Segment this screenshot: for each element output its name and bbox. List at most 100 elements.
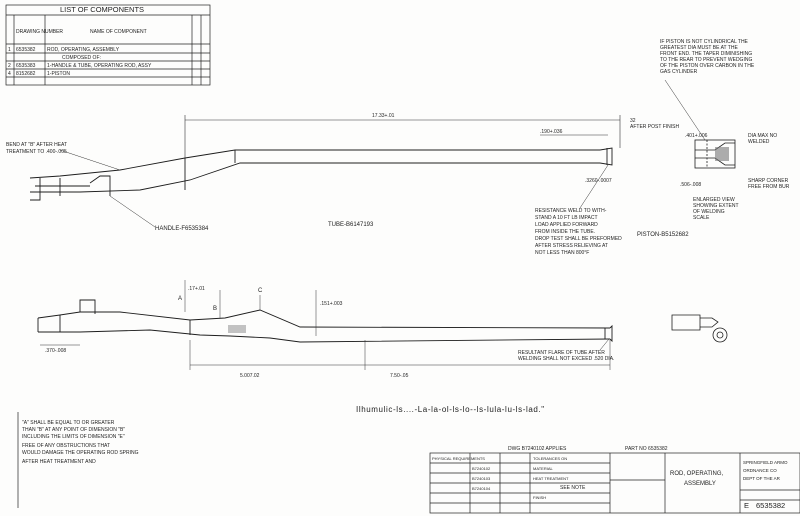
dim-401: .401+.006 [685,133,708,139]
svg-text:THAN "B" AT ANY POINT OF DIMEN: THAN "B" AT ANY POINT OF DIMENSION "B" [22,427,125,433]
rod-side-view [37,299,613,343]
weld-leader [579,164,609,209]
svg-text:NOT LESS THAN 800°F: NOT LESS THAN 800°F [535,250,589,256]
handle-label: HANDLE-F6535384 [155,226,209,232]
finish: FINISH [533,495,546,500]
svg-text:IF PISTON IS NOT CYLINDRICAL T: IF PISTON IS NOT CYLINDRICAL THE [660,39,749,45]
svg-text:SCALE: SCALE [693,215,710,221]
svg-text:RESISTANCE WELD TO WITH-: RESISTANCE WELD TO WITH- [535,208,607,214]
svg-text:FRONT END. THE TAPER DIMINISHI: FRONT END. THE TAPER DIMINISHING [660,51,752,57]
tolerance: TOLERANCES ON [533,456,567,461]
label-b: B [213,306,217,312]
components-row-name: 1-PISTON [47,71,70,77]
section-view [671,314,728,343]
resistance-weld-note: RESISTANCE WELD TO WITH- STAND A 10 FT L… [535,208,622,256]
bottom-dimensions [40,280,611,370]
components-row-number: 8152682 [16,71,36,77]
title-block [429,452,800,514]
svg-text:OF THE PISTON OVER CARBON IN T: OF THE PISTON OVER CARBON IN THE [660,63,755,69]
general-notes: "A" SHALL BE EQUAL TO OR GREATER THAN "B… [22,420,139,465]
svg-text:SHOWING EXTENT: SHOWING EXTENT [693,203,739,209]
components-table [5,4,211,86]
svg-text:"A" SHALL BE EQUAL TO OR GREAT: "A" SHALL BE EQUAL TO OR GREATER [22,420,115,426]
handle-leader [109,195,156,228]
svg-text:GAS CYLINDER: GAS CYLINDER [660,69,698,75]
label-a: A [178,296,182,302]
used-on: B7240102 [472,466,491,471]
components-row-ref: 1 [8,47,11,53]
piston-label: PISTON-B5152682 [637,232,689,238]
flare-note: WELDING SHALL NOT EXCEED .520 DIA. [518,356,614,362]
agency: DEPT OF THE AR [743,476,781,481]
part-no: PART NO 6535382 [625,446,668,452]
dim-151: .151+.003 [320,301,343,307]
components-row-ref: 2 [8,63,11,69]
svg-text:ENLARGED VIEW: ENLARGED VIEW [693,197,735,203]
enlarged-piston-view [694,139,736,169]
svg-text:INCLUDING THE LIMITS OF DIMENS: INCLUDING THE LIMITS OF DIMENSION "E" [22,434,125,440]
sharp-corner: FREE FROM BUR [748,184,790,190]
dim-370: .370-.008 [45,348,66,354]
components-row-name: 1-HANDLE & TUBE, OPERATING ROD, ASSY [47,63,152,69]
after-post-finish: AFTER POST FINISH [630,124,679,130]
components-row-ref: 4 [8,71,11,77]
physical-requirements: PHYSICAL REQUIREMENTS [432,456,485,461]
piston-note: IF PISTON IS NOT CYLINDRICAL THE GREATES… [660,39,755,75]
components-title: LIST OF COMPONENTS [60,5,144,14]
heat-treatment: HEAT TREATMENT [533,476,569,481]
flare-note: RESULTANT FLARE OF TUBE AFTER [518,350,605,356]
components-header-name: NAME OF COMPONENT [90,29,147,35]
used-on: B7240103 [472,476,491,481]
components-row-number: 6535382 [16,47,36,53]
components-row-name: COMPOSED OF: [62,55,101,61]
label-c: C [258,288,263,294]
weld-hatch [715,147,729,161]
weld-area-hatch [228,325,246,333]
bend-note: BEND AT "B" AFTER HEAT [6,142,67,148]
svg-text:TO THE REAR TO PREVENT WEDGING: TO THE REAR TO PREVENT WEDGING [660,57,752,63]
components-header-drawing: DRAWING NUMBER [16,29,63,35]
title-line2: ASSEMBLY [684,481,716,487]
dim-506: .506-.008 [680,182,701,188]
bend-note: TREATMENT TO .400-.005 [6,149,67,155]
dim-750: 7.50-.05 [390,373,409,379]
flare-leader [599,338,610,351]
dwg-applies: DWG B7240102 APPLIES [508,446,567,452]
svg-text:OF WELDING: OF WELDING [693,209,725,215]
svg-text:AFTER STRESS RELIEVING AT: AFTER STRESS RELIEVING AT [535,243,608,249]
stamp-text: Ilhumulic-ls....-La-la-ol-ls-lo--ls-lula… [356,405,545,414]
components-row-name: ROD, OPERATING, ASSEMBLY [47,47,120,53]
material: MATERIAL [533,466,553,471]
svg-text:STAND A 10 FT LB IMPACT: STAND A 10 FT LB IMPACT [535,215,598,221]
see-note: SEE NOTE [560,485,586,491]
svg-text:GREATEST DIA MUST BE AT THE: GREATEST DIA MUST BE AT THE [660,45,738,51]
svg-text:AFTER HEAT TREATMENT AND: AFTER HEAT TREATMENT AND [22,459,96,465]
dim-190: .190+.036 [540,129,563,135]
components-row-number: 6535383 [16,63,36,69]
title-line1: ROD, OPERATING, [670,471,724,477]
agency: SPRINGFIELD ARMO [743,460,788,465]
bend-leader [59,149,121,171]
used-on: B7240104 [472,486,491,491]
drawing-size: E [744,501,749,510]
tube-label: TUBE-B6147193 [328,222,374,228]
svg-text:FROM INSIDE THE TUBE.: FROM INSIDE THE TUBE. [535,229,595,235]
dim-5007: 5.007.02 [240,373,260,379]
svg-text:LOAD APPLIED FORWARD: LOAD APPLIED FORWARD [535,222,598,228]
dim-3260: .3260-.0007 [585,178,612,184]
svg-text:WOULD DAMAGE THE OPERATING ROD: WOULD DAMAGE THE OPERATING ROD SPRING [22,450,139,456]
dim-32: 32 [630,118,636,124]
drawing-number: 6535382 [756,501,785,510]
enlarged-view-caption: ENLARGED VIEW SHOWING EXTENT OF WELDING … [693,197,739,221]
dia-welded: WELDED [748,139,770,145]
overall-length-dimension [184,115,621,158]
dia-welded: DIA MAX NO [748,133,777,139]
piston-note-leader [664,79,706,141]
svg-text:DROP TEST SHALL BE PREFORMED: DROP TEST SHALL BE PREFORMED [535,236,622,242]
dim-17: .17+.01 [188,286,205,292]
overall-length-text: 17.33+.01 [372,113,395,119]
sharp-corner: SHARP CORNER [748,178,789,184]
svg-text:FREE OF ANY OBSTRUCTIONS THAT: FREE OF ANY OBSTRUCTIONS THAT [22,443,110,449]
